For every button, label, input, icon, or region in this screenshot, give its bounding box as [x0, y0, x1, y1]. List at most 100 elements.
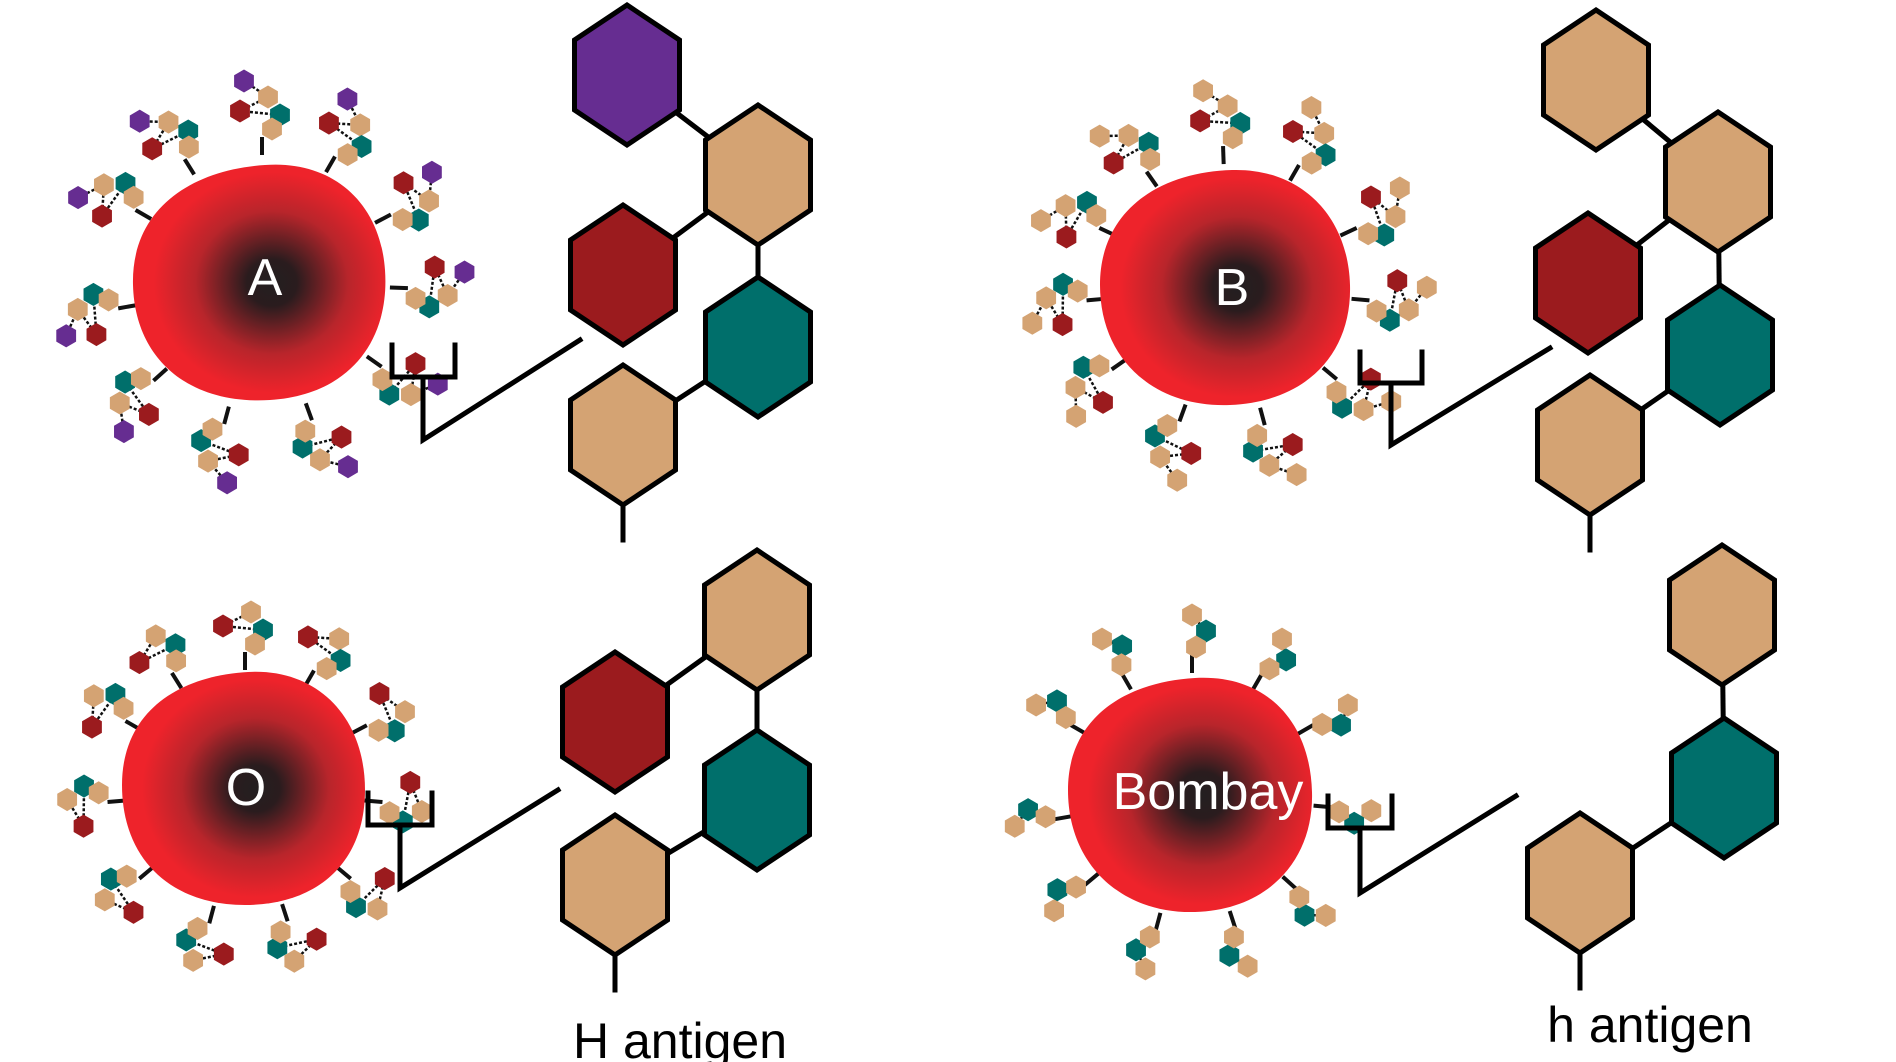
marker-sugar-galactose-icon: [98, 288, 119, 312]
marker-stalk: [374, 212, 392, 225]
marker-sugar-galactose-icon: [94, 173, 114, 197]
marker-stalk: [182, 158, 196, 176]
marker-sugar-galactose-icon: [1416, 275, 1437, 299]
marker-sugar-galactose-icon: [372, 367, 393, 392]
marker-sugar-galactose-icon: [130, 367, 151, 391]
marker-stalk: [1251, 672, 1264, 691]
marker-sugar-fucose-icon: [123, 900, 144, 924]
marker-sugar-fucose-icon: [73, 814, 94, 838]
marker-sugar-galactose-icon: [245, 632, 265, 656]
marker-sugar-galactose-icon: [1186, 635, 1206, 659]
marker-stalk: [389, 285, 408, 291]
marker-sugar-galactose-icon: [1135, 957, 1156, 981]
sugar-galactose-hexagon: [702, 546, 812, 694]
marker-sugar-glcnac-icon: [1374, 223, 1395, 247]
marker-sugar-galactose-icon: [401, 383, 421, 407]
marker-sugar-glcnac-icon: [1294, 903, 1315, 927]
marker-sugar-galactose-icon: [1022, 311, 1043, 335]
marker-sugar-galactose-icon: [284, 949, 305, 973]
marker-sugar-galnac-icon: [338, 455, 358, 479]
marker-sugar-galactose-icon: [1182, 603, 1202, 627]
marker-sugar-galactose-icon: [411, 799, 432, 824]
sugar-glcnac-hexagon: [1665, 281, 1775, 429]
marker-sugar-galactose-icon: [1026, 693, 1047, 717]
marker-sugar-glcnac-icon: [1138, 131, 1159, 155]
marker-sugar-galactose-icon: [1167, 468, 1188, 492]
marker-sugar-galnac-icon: [422, 160, 442, 184]
marker-sugar-fucose-icon: [1056, 225, 1077, 249]
marker-sugar-fucose-icon: [138, 402, 159, 426]
marker-stalk: [117, 303, 137, 311]
marker-sugar-galactose-icon: [1224, 925, 1244, 949]
sugar-galactose-hexagon: [1663, 108, 1773, 256]
sugar-galactose-hexagon: [703, 101, 813, 249]
marker-sugar-galactose-icon: [350, 113, 371, 137]
sugar-galactose-hexagon: [568, 361, 678, 509]
marker-stalk: [1339, 226, 1358, 238]
marker-sugar-galactose-icon: [329, 627, 350, 651]
marker-sugar-galnac-icon: [217, 471, 238, 495]
marker-sugar-fucose-icon: [1052, 313, 1073, 337]
marker-sugar-galactose-icon: [1315, 903, 1336, 927]
marker-sugar-glcnac-icon: [1196, 619, 1216, 643]
marker-stalk: [1053, 814, 1073, 822]
marker-sugar-galactose-icon: [419, 189, 439, 213]
marker-sugar-fucose-icon: [228, 443, 249, 467]
marker-stalk: [1288, 164, 1301, 182]
marker-sugar-galactose-icon: [198, 449, 218, 473]
marker-sugar-galactose-icon: [1337, 693, 1358, 717]
marker-sugar-glcnac-icon: [384, 719, 405, 743]
marker-sugar-glcnac-icon: [1219, 943, 1240, 967]
marker-sugar-fucose-icon: [400, 770, 421, 794]
sugar-glcnac-hexagon: [1669, 714, 1779, 862]
marker-sugar-glcnac-icon: [115, 370, 136, 394]
marker-sugar-galactose-icon: [145, 624, 166, 648]
marker-sugar-galactose-icon: [1193, 79, 1214, 103]
marker-sugar-galactose-icon: [1385, 204, 1406, 229]
marker-sugar-glcnac-icon: [178, 119, 199, 143]
panel-o: O H antigen: [57, 546, 812, 1062]
marker-stalk: [365, 354, 383, 369]
panel-a: A: [56, 1, 813, 543]
caption-h-lowercase-antigen: h antigen: [1547, 997, 1753, 1053]
marker-stalk: [152, 367, 169, 383]
zoom-connector-bombay: [1325, 792, 1520, 898]
marker-sugar-fucose-icon: [86, 322, 107, 347]
sugar-fucose-hexagon: [568, 201, 678, 349]
marker-sugar-galactose-icon: [1066, 404, 1087, 428]
cell-a-markers: [56, 69, 475, 495]
marker-sugar-fucose-icon: [306, 927, 327, 951]
marker-sugar-galactose-icon: [437, 283, 458, 308]
marker-sugar-fucose-icon: [331, 425, 352, 449]
sugar-fucose-hexagon: [1533, 209, 1643, 357]
marker-sugar-fucose-icon: [1282, 433, 1303, 457]
marker-sugar-galactose-icon: [1150, 445, 1171, 469]
zoom-connector-o: [365, 786, 562, 893]
marker-sugar-galactose-icon: [1044, 899, 1065, 923]
marker-sugar-galnac-icon: [129, 109, 150, 133]
marker-sugar-galactose-icon: [295, 419, 316, 443]
marker-sugar-glcnac-icon: [83, 282, 104, 306]
marker-sugar-fucose-icon: [213, 942, 234, 966]
sugar-galactose-hexagon: [1667, 541, 1777, 689]
marker-sugar-galactose-icon: [1312, 712, 1333, 737]
marker-sugar-galactose-icon: [113, 696, 134, 720]
marker-stalk: [1177, 403, 1188, 423]
marker-sugar-fucose-icon: [1387, 269, 1408, 293]
marker-sugar-galactose-icon: [166, 649, 187, 673]
marker-sugar-galactose-icon: [1031, 209, 1051, 233]
marker-sugar-galactose-icon: [1089, 354, 1110, 378]
red-blood-cell-o: [122, 671, 365, 905]
marker-sugar-glcnac-icon: [1018, 798, 1038, 822]
marker-sugar-fucose-icon: [92, 204, 112, 228]
marker-sugar-galactose-icon: [1111, 653, 1132, 677]
sugar-glcnac-hexagon: [703, 273, 813, 421]
marker-sugar-galactose-icon: [88, 781, 109, 805]
marker-sugar-fucose-icon: [393, 171, 414, 195]
marker-sugar-galactose-icon: [1329, 800, 1349, 824]
marker-sugar-fucose-icon: [1283, 119, 1303, 144]
marker-stalk: [280, 903, 290, 922]
sugar-fucose-hexagon: [560, 648, 670, 796]
marker-sugar-galactose-icon: [178, 135, 199, 159]
marker-sugar-galactose-icon: [1259, 453, 1280, 477]
